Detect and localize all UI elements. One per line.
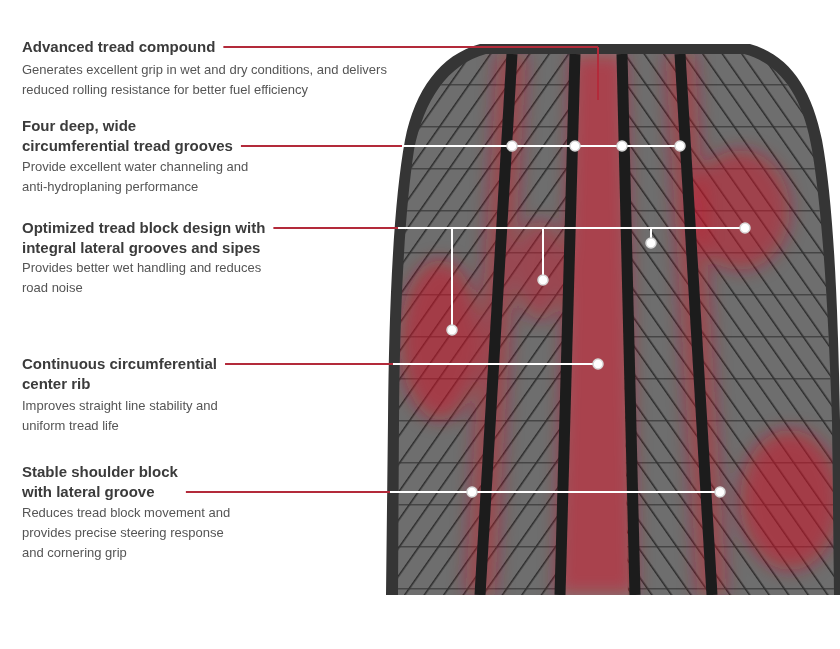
leader-dot — [675, 141, 685, 151]
feature-heading: Stable shoulder block with lateral groov… — [22, 462, 202, 502]
feature-heading: Four deep, wide circumferential tread gr… — [22, 116, 244, 156]
red-highlight — [400, 260, 480, 420]
leader-dot — [715, 487, 725, 497]
leader-line — [241, 145, 402, 147]
feature-description: Provide excellent water channeling and a… — [22, 157, 277, 197]
leader-line — [597, 47, 599, 100]
red-highlight — [740, 430, 840, 570]
leader-dot — [570, 141, 580, 151]
feature-heading: Optimized tread block design with integr… — [22, 218, 312, 258]
feature-description: Reduces tread block movement and provide… — [22, 503, 247, 563]
circumferential-groove — [680, 54, 712, 595]
red-highlight — [680, 54, 712, 595]
leader-dot — [467, 487, 477, 497]
feature-description: Provides better wet handling and reduces… — [22, 258, 267, 298]
circumferential-groove — [560, 54, 575, 595]
red-highlight — [400, 54, 840, 595]
tread-surface — [380, 40, 840, 600]
feature-description: Generates excellent grip in wet and dry … — [22, 60, 422, 100]
leader-line — [451, 228, 453, 330]
feature-heading: Advanced tread compound — [22, 37, 282, 57]
feature-description: Improves straight line stability and uni… — [22, 396, 257, 436]
feature-heading: Continuous circumferential center rib — [22, 354, 237, 394]
leader-line — [186, 491, 390, 493]
leader-line — [390, 491, 720, 493]
red-highlight — [480, 54, 512, 595]
circumferential-groove — [622, 54, 635, 595]
leader-line — [223, 46, 598, 48]
lateral-grooves — [380, 40, 840, 600]
leader-dots — [447, 141, 750, 497]
leader-line — [402, 145, 680, 147]
circumferential-groove — [480, 54, 512, 595]
leader-line — [542, 228, 544, 280]
leader-dot — [447, 325, 457, 335]
leader-dot — [646, 238, 656, 248]
leader-dot — [593, 359, 603, 369]
leader-dot — [538, 275, 548, 285]
leader-dot — [507, 141, 517, 151]
red-highlight — [515, 220, 565, 320]
leader-dot — [740, 223, 750, 233]
leader-line — [225, 363, 393, 365]
leader-line — [393, 363, 598, 365]
leader-line — [273, 227, 398, 229]
red-highlight — [690, 150, 790, 270]
red-highlight — [556, 54, 636, 595]
leader-line — [398, 227, 745, 229]
leader-dot — [617, 141, 627, 151]
